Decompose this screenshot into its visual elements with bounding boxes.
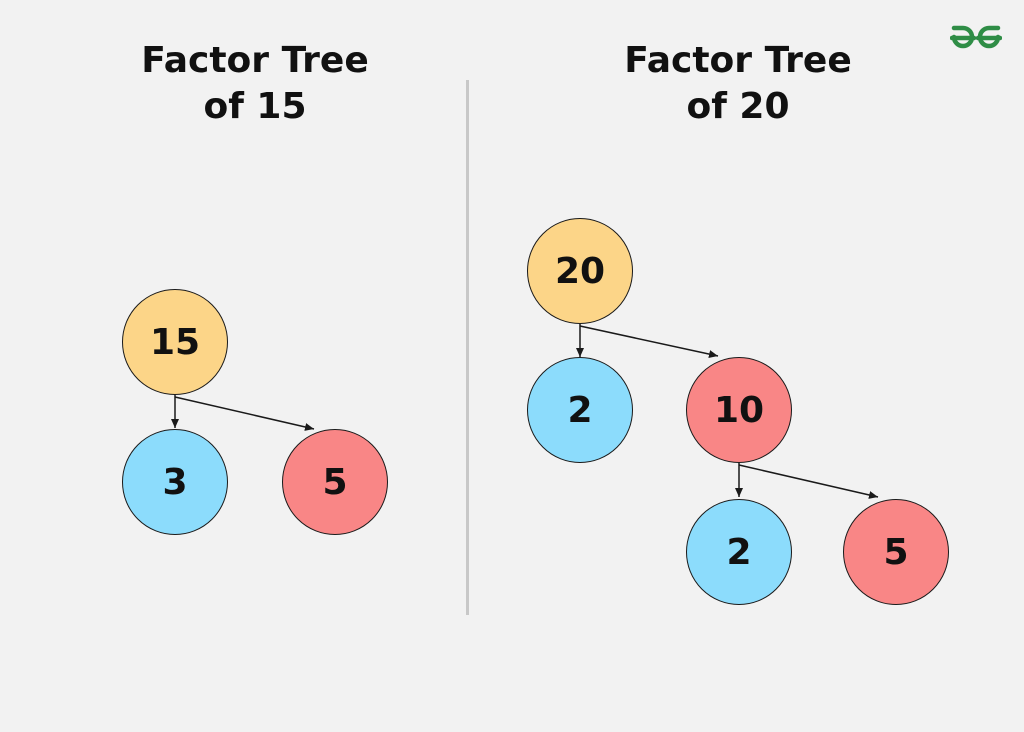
right-tree-title: Factor Tree of 20 xyxy=(578,38,898,130)
right-title-line2: of 20 xyxy=(686,86,790,127)
edge-10-to-5 xyxy=(738,464,879,499)
edge-15-to-5 xyxy=(174,396,315,431)
node-factor-3: 3 xyxy=(122,429,228,535)
node-factor-5-second: 5 xyxy=(843,499,949,605)
node-factor-2: 2 xyxy=(527,357,633,463)
left-tree-title: Factor Tree of 15 xyxy=(95,38,415,130)
left-title-line1: Factor Tree xyxy=(141,40,369,81)
node-factor-10: 10 xyxy=(686,357,792,463)
node-root-20: 20 xyxy=(527,218,633,324)
edge-20-to-10 xyxy=(579,325,719,358)
node-factor-2-second: 2 xyxy=(686,499,792,605)
panel-divider xyxy=(466,80,469,615)
node-factor-5: 5 xyxy=(282,429,388,535)
right-title-line1: Factor Tree xyxy=(624,40,852,81)
left-title-line2: of 15 xyxy=(203,86,307,127)
node-root-15: 15 xyxy=(122,289,228,395)
geeksforgeeks-logo-icon xyxy=(949,22,1003,52)
